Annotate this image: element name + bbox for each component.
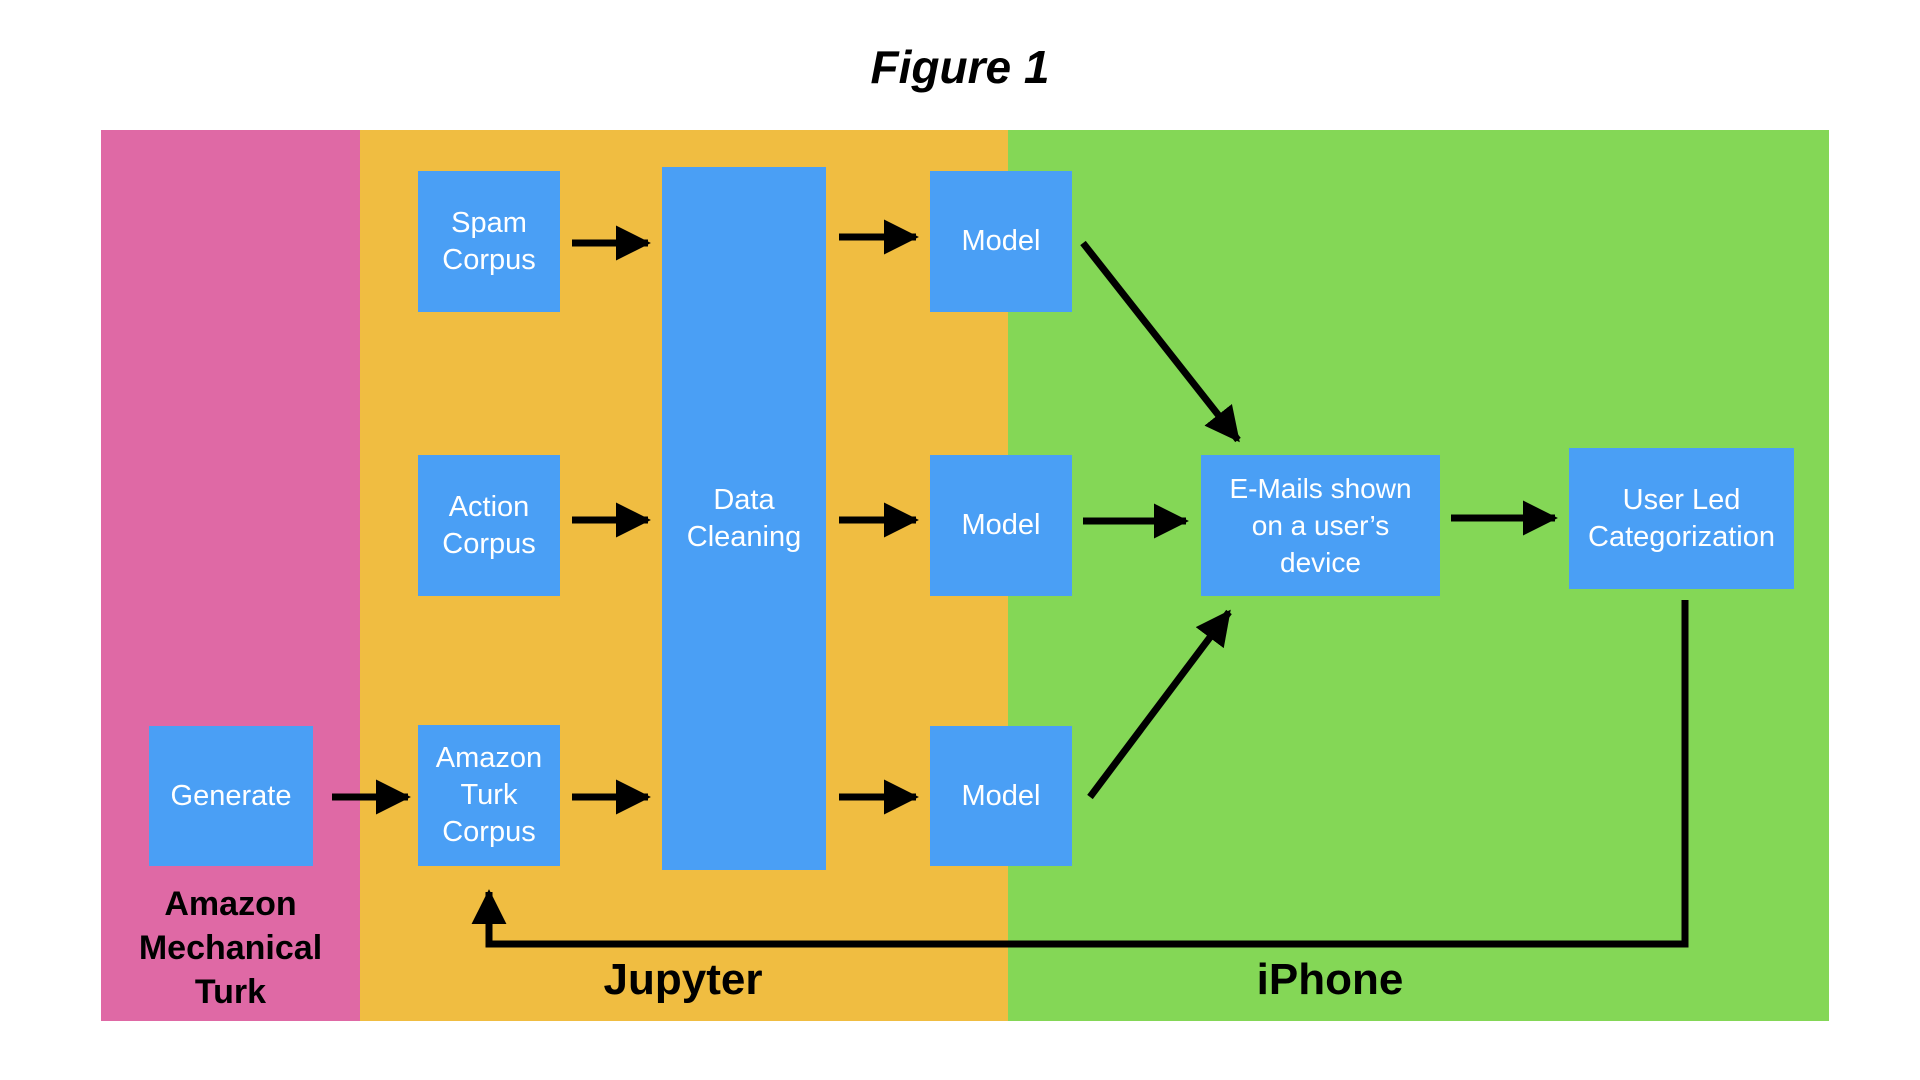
region-label-iphone: iPhone: [1256, 955, 1404, 1004]
node-action-corpus: Action Corpus: [418, 455, 560, 596]
node-model-middle: Model: [930, 455, 1072, 596]
node-user-led-categorization: User Led Categorization: [1569, 448, 1794, 589]
node-data-cleaning: Data Cleaning: [662, 167, 826, 870]
node-model-bottom: Model: [930, 726, 1072, 866]
node-spam-corpus: Spam Corpus: [418, 171, 560, 312]
node-amazon-turk-corpus: Amazon Turk Corpus: [418, 725, 560, 866]
node-emails-shown-on-device: E-Mails shown on a user’s device: [1201, 455, 1440, 596]
figure-title: Figure 1: [870, 41, 1050, 93]
region-label-amazon-mechanical-turk: Amazon Mechanical Turk: [138, 885, 323, 1011]
node-model-top: Model: [930, 171, 1072, 312]
region-label-jupyter: Jupyter: [603, 955, 763, 1004]
node-generate: Generate: [149, 726, 313, 866]
region-amazon-mechanical-turk: [101, 130, 360, 1021]
